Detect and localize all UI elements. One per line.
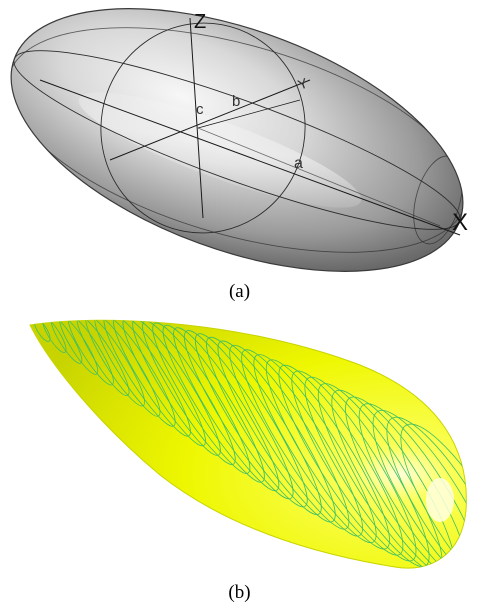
- contour-ring: [291, 370, 417, 562]
- semi-axis-a-line: [197, 127, 441, 227]
- x-axis-line: [39, 79, 461, 236]
- caption-b: (b): [228, 582, 251, 603]
- contour-ring: [386, 416, 467, 569]
- contour-ring: [241, 349, 363, 537]
- contour-ring: [345, 396, 467, 569]
- contour-ring: [152, 322, 251, 474]
- z-axis-line: [189, 17, 204, 219]
- contour-ring: [132, 320, 221, 456]
- contour-ring: [103, 320, 176, 427]
- z-axis-label: Z: [194, 11, 206, 33]
- contour-ring: [59, 320, 99, 375]
- semi-axis-a-label: a: [294, 155, 303, 172]
- contour-ring: [317, 383, 443, 569]
- contour-lines: [33, 320, 467, 569]
- contour-ring: [183, 330, 294, 500]
- contour-ring: [33, 320, 51, 342]
- ellipsoid-figure: Z X Y c b a: [0, 0, 479, 278]
- equator-curve: [13, 50, 461, 230]
- teardrop-figure: [0, 305, 479, 575]
- ellipsoid-svg: Z X Y c b a: [7, 8, 468, 272]
- contour-ring: [122, 320, 206, 447]
- semi-axis-c-label: c: [196, 101, 204, 118]
- contour-ring: [400, 423, 467, 569]
- contour-ring: [253, 354, 377, 544]
- semi-axis-b-line: [197, 99, 301, 129]
- teardrop-highlight: [426, 478, 454, 522]
- contour-ring: [42, 320, 67, 353]
- semi-axis-b-label: b: [232, 93, 240, 110]
- cross-section-yz: [100, 22, 306, 234]
- contour-ring: [278, 364, 404, 556]
- contour-ring: [162, 324, 265, 483]
- contour-ring: [372, 410, 467, 569]
- caption-a: (a): [228, 281, 251, 302]
- contour-ring: [206, 336, 322, 515]
- contour-ring: [265, 359, 390, 550]
- teardrop-svg: [29, 319, 467, 569]
- y-axis-line: [109, 79, 311, 161]
- contour-ring: [331, 389, 456, 569]
- contour-ring: [173, 327, 280, 492]
- x-axis-label: X: [452, 209, 468, 236]
- contour-ring: [50, 320, 83, 364]
- contour-ring: [194, 333, 308, 508]
- contour-ring: [229, 344, 350, 530]
- contour-ring: [113, 320, 191, 437]
- ellipsoid-highlight: [78, 92, 362, 208]
